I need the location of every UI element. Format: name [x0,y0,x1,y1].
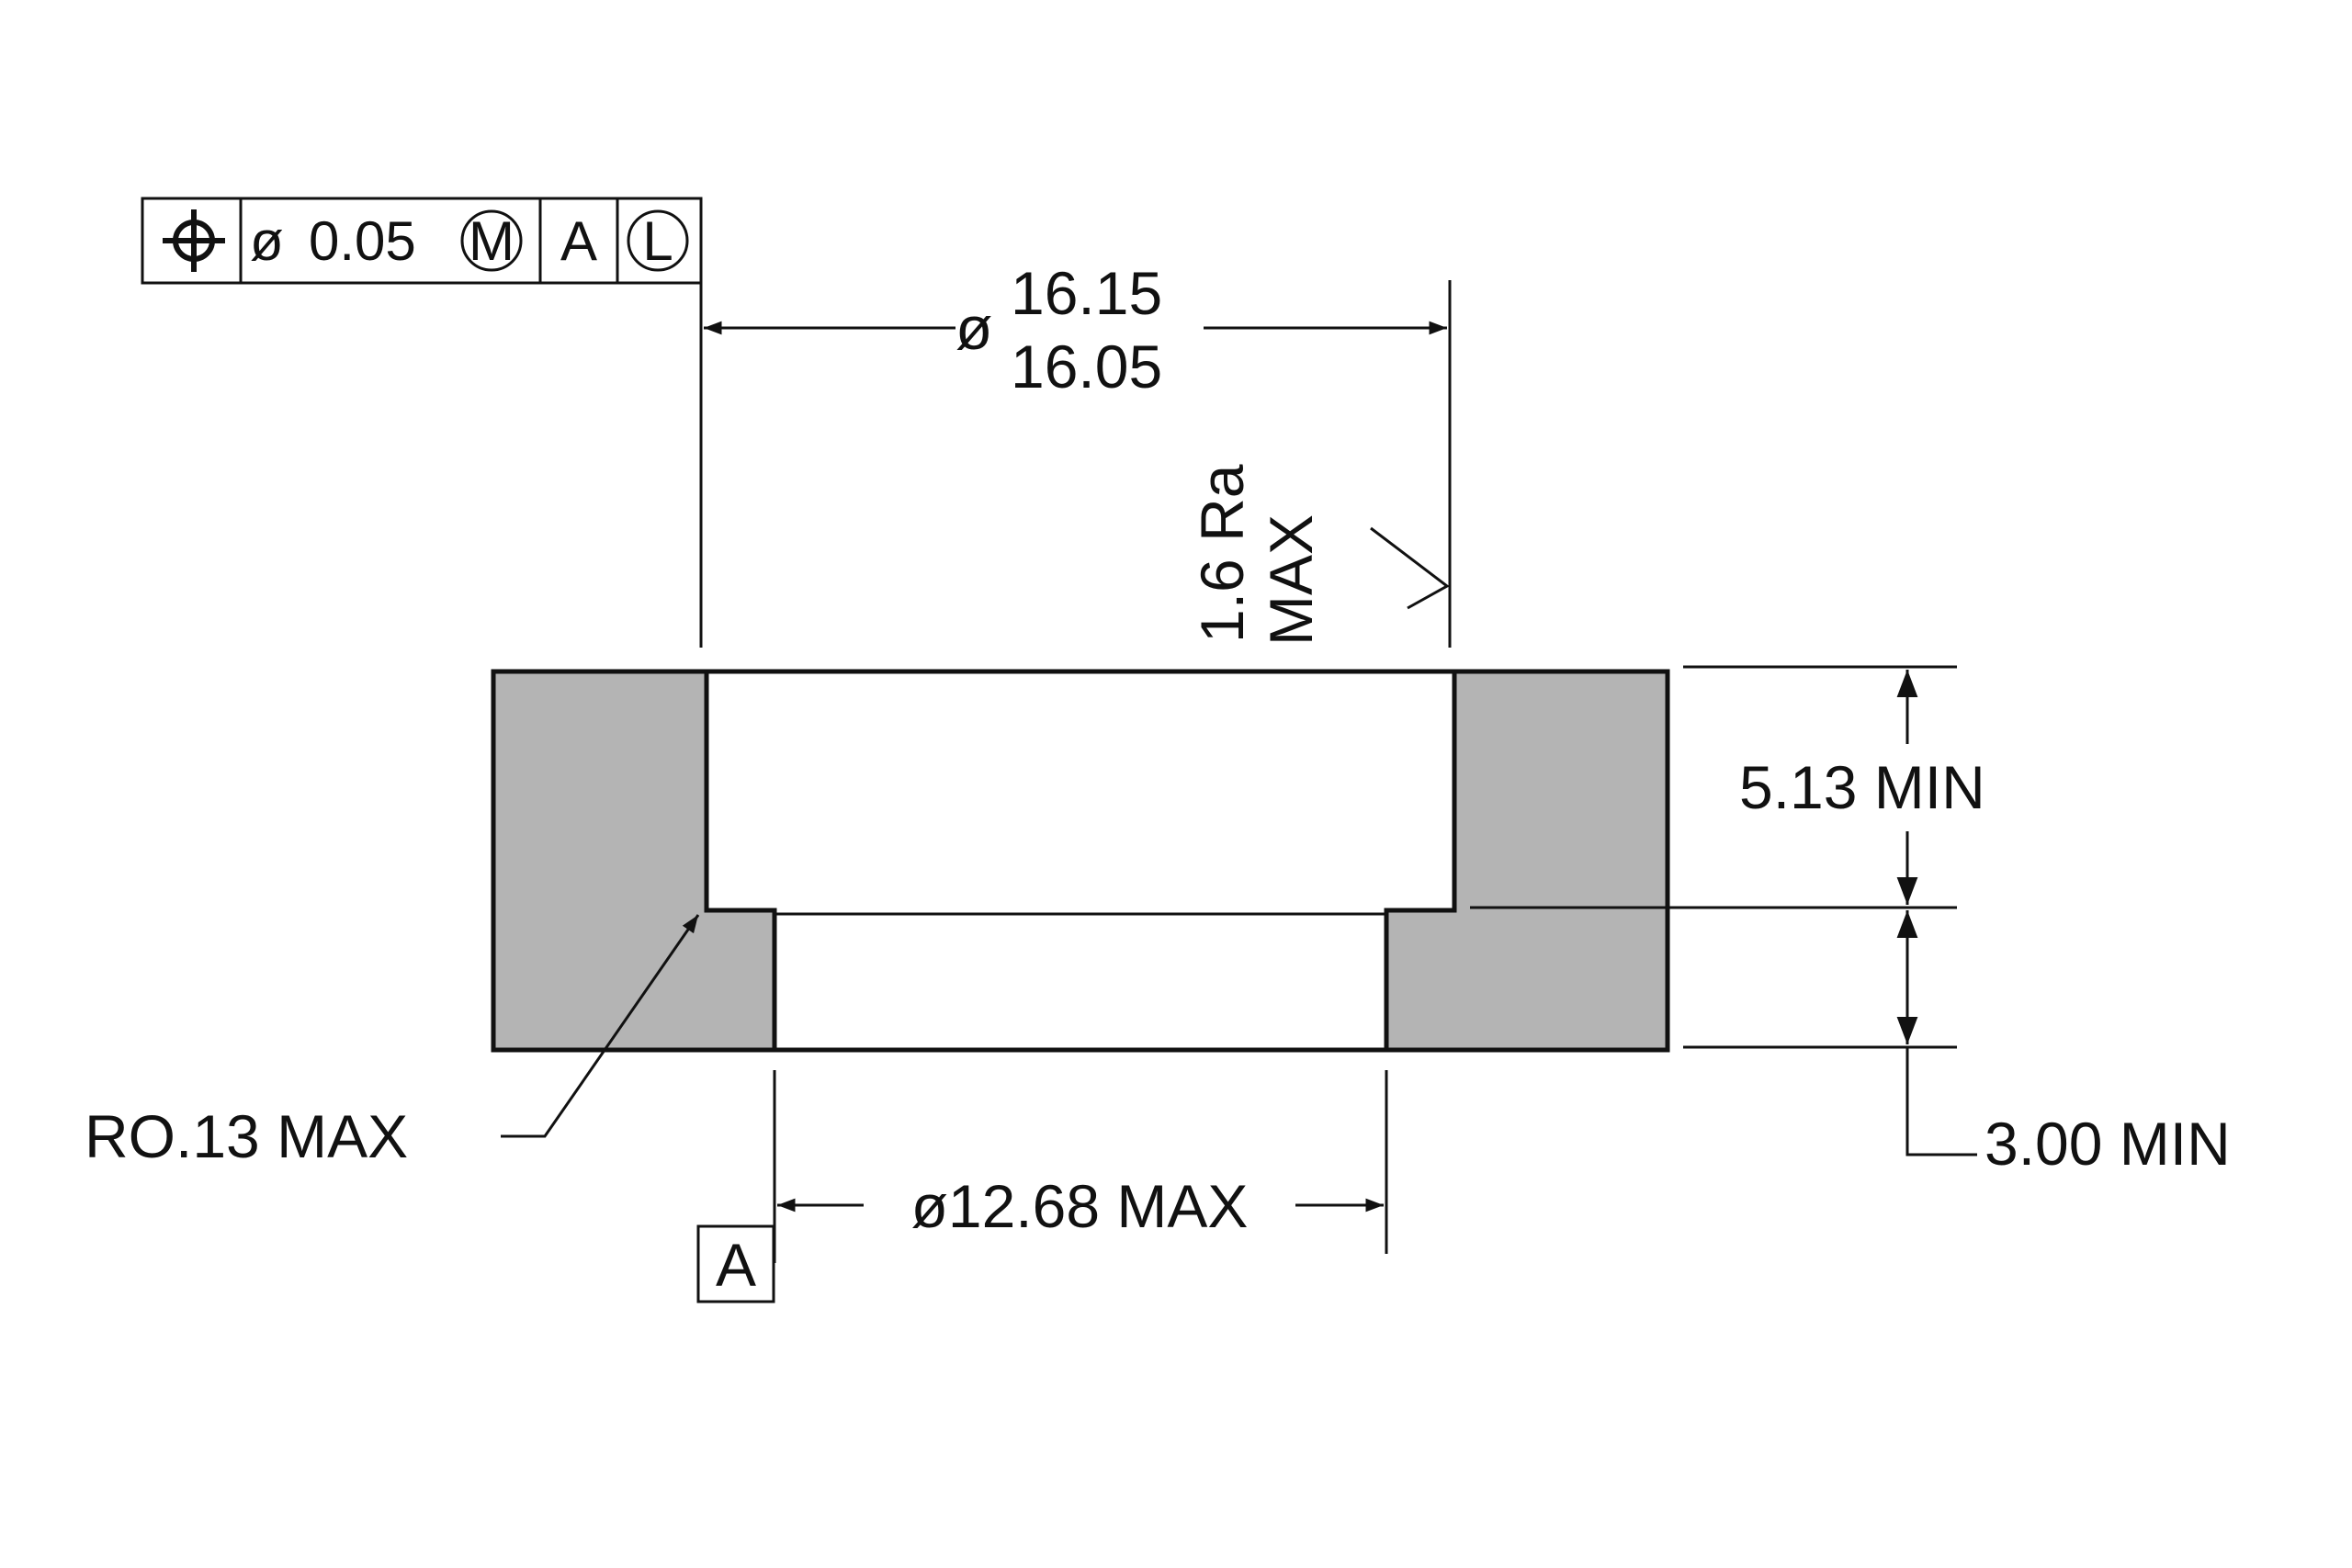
surface-finish-callout: 1.6 Ra MAX [1188,464,1450,646]
fcf-tolerance-value: 0.05 [309,210,416,272]
section-hatch-left-lower [707,910,775,1050]
inner-diameter-label: ø12.68 MAX [911,1172,1249,1240]
fcf-datum: A [560,210,597,272]
fcf-datum-modifier: L [642,210,673,272]
fcf-diameter-symbol: ø [250,210,284,272]
counterbore-outline [704,671,1457,1050]
total-height-label: 3.00 MIN [1984,1110,2231,1178]
feature-control-frame: ø 0.05 M A L [141,197,703,285]
section-hatch-left-upper [493,671,707,1050]
datum-feature-symbol: A [696,1224,775,1303]
outer-diameter-dimension: ø 16.15 16.05 [699,259,1452,648]
fcf-lmc-circle [627,209,689,272]
surface-finish-max: MAX [1257,514,1325,646]
inner-diameter-dimension: ø12.68 MAX [773,1070,1388,1263]
surface-finish-value: 1.6 Ra [1188,464,1256,643]
part-section [491,669,1670,1053]
height-dimensions: 5.13 MIN 3.00 MIN [1470,665,2231,1178]
section-hatch-right-lower [1386,910,1454,1050]
od-upper-limit: 16.15 [1011,259,1162,327]
corner-radius-callout: RO.13 MAX [85,914,700,1170]
section-hatch-right-upper [1454,671,1668,1050]
fcf-mmc-circle [460,209,523,272]
surface-finish-icon [1370,526,1450,610]
position-tolerance-icon [163,209,225,272]
datum-feature-label: A [716,1231,756,1299]
fcf-material-modifier: M [469,210,514,272]
corner-radius-label: RO.13 MAX [85,1102,408,1170]
counterbore-depth-label: 5.13 MIN [1739,753,1985,821]
od-diameter-symbol: ø [956,294,992,362]
part-outline [491,669,1670,1053]
od-lower-limit: 16.05 [1011,333,1162,400]
